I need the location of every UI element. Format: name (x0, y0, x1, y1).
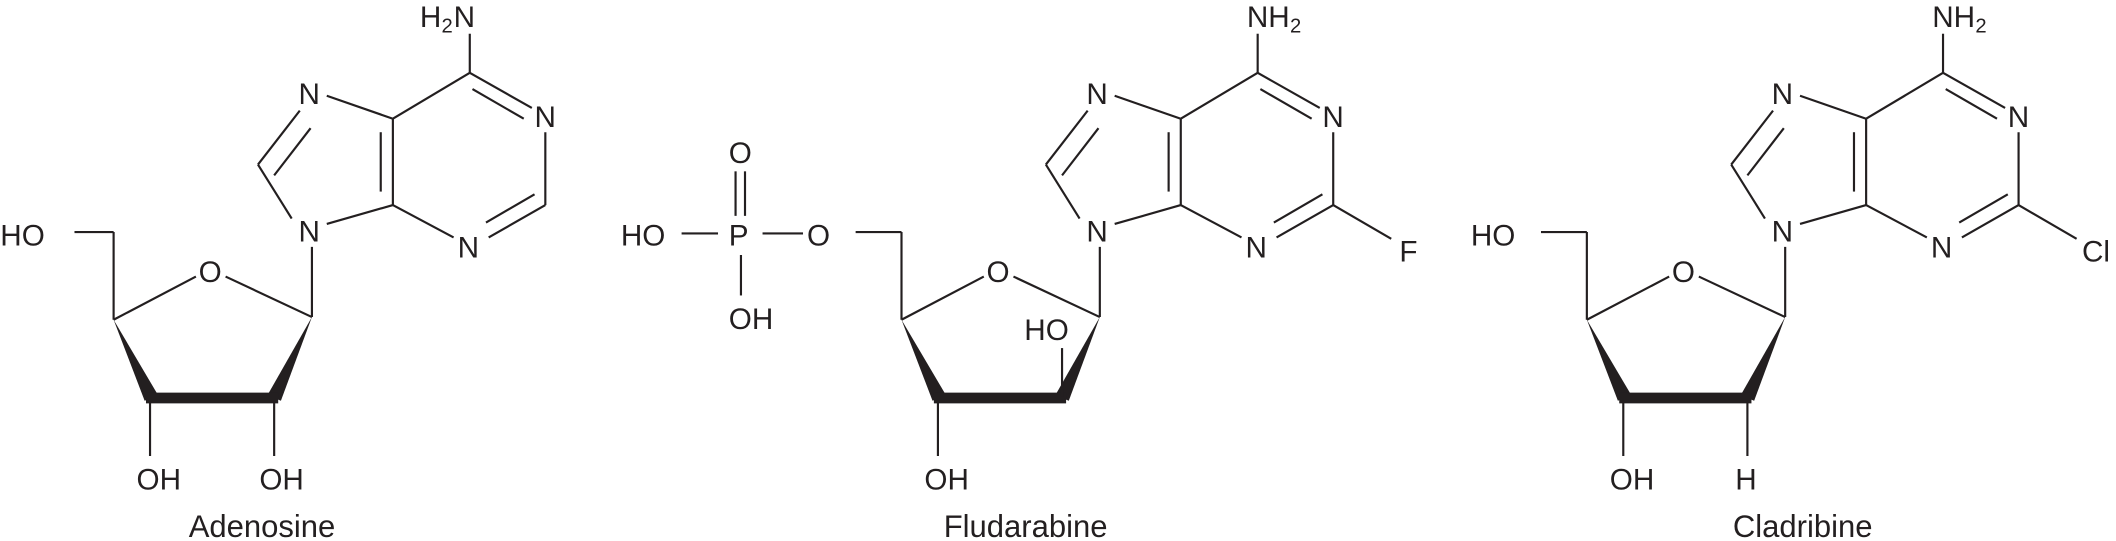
cladribine-structure: NH 2 N N N N O HO OH H Cl Cladribine (1471, 1, 2110, 541)
atom-label: OH (729, 303, 774, 336)
atom-label: N (2008, 101, 2029, 134)
molecule-name: Adenosine (189, 509, 336, 541)
atom-label: N (1322, 101, 1343, 134)
atom-label: H (420, 1, 441, 34)
atom-label: OH (259, 464, 304, 497)
atom-label: OH (137, 464, 182, 497)
atom-label: N (454, 1, 475, 34)
arabinose-sugar (855, 230, 1101, 457)
atom-label: O (807, 220, 830, 253)
atom-label: 2 (1290, 15, 1301, 37)
molecule-name: Fludarabine (944, 509, 1108, 541)
atom-label: O (1672, 256, 1695, 289)
atom-label: N (298, 78, 319, 111)
molecule-name: Cladribine (1733, 509, 1873, 541)
atom-label: 2 (441, 15, 452, 37)
atom-label: N (298, 215, 319, 248)
atom-label: N (458, 232, 479, 265)
atom-label: HO (621, 220, 666, 253)
atom-label: N (1086, 215, 1107, 248)
atom-label: N (1931, 232, 1952, 265)
atom-label: N (1086, 78, 1107, 111)
atom-label: O (199, 256, 222, 289)
atom-label: HO (0, 220, 45, 253)
atom-label: N (1772, 215, 1793, 248)
atom-label: 2 (1975, 15, 1986, 37)
atom-label: NH (1247, 1, 1290, 34)
atom-label: N (1772, 78, 1793, 111)
phosphate-group (681, 171, 804, 296)
deoxyribose-sugar (1540, 230, 1786, 457)
atom-label: O (986, 256, 1009, 289)
atom-label: P (729, 220, 749, 253)
adenosine-structure: H 2 N N N N N O HO OH OH Adenosine (0, 1, 556, 541)
atom-label: NH (1932, 1, 1975, 34)
atom-label: H (1735, 464, 1756, 497)
purine-base (1044, 33, 1392, 318)
ribose-sugar (74, 230, 313, 457)
purine-base (1730, 33, 2078, 318)
atom-label: F (1399, 236, 1417, 269)
atom-label: Cl (2082, 236, 2110, 269)
atom-label: N (535, 101, 556, 134)
atom-label: HO (1024, 314, 1069, 347)
atom-label: N (1246, 232, 1267, 265)
atom-label: OH (1610, 464, 1655, 497)
fludarabine-structure: NH 2 N N N N O HO OH F O P HO O OH Fluda… (621, 1, 1418, 541)
purine-base (257, 33, 547, 318)
atom-label: O (729, 137, 752, 170)
atom-label: HO (1471, 220, 1516, 253)
atom-label: OH (924, 464, 969, 497)
